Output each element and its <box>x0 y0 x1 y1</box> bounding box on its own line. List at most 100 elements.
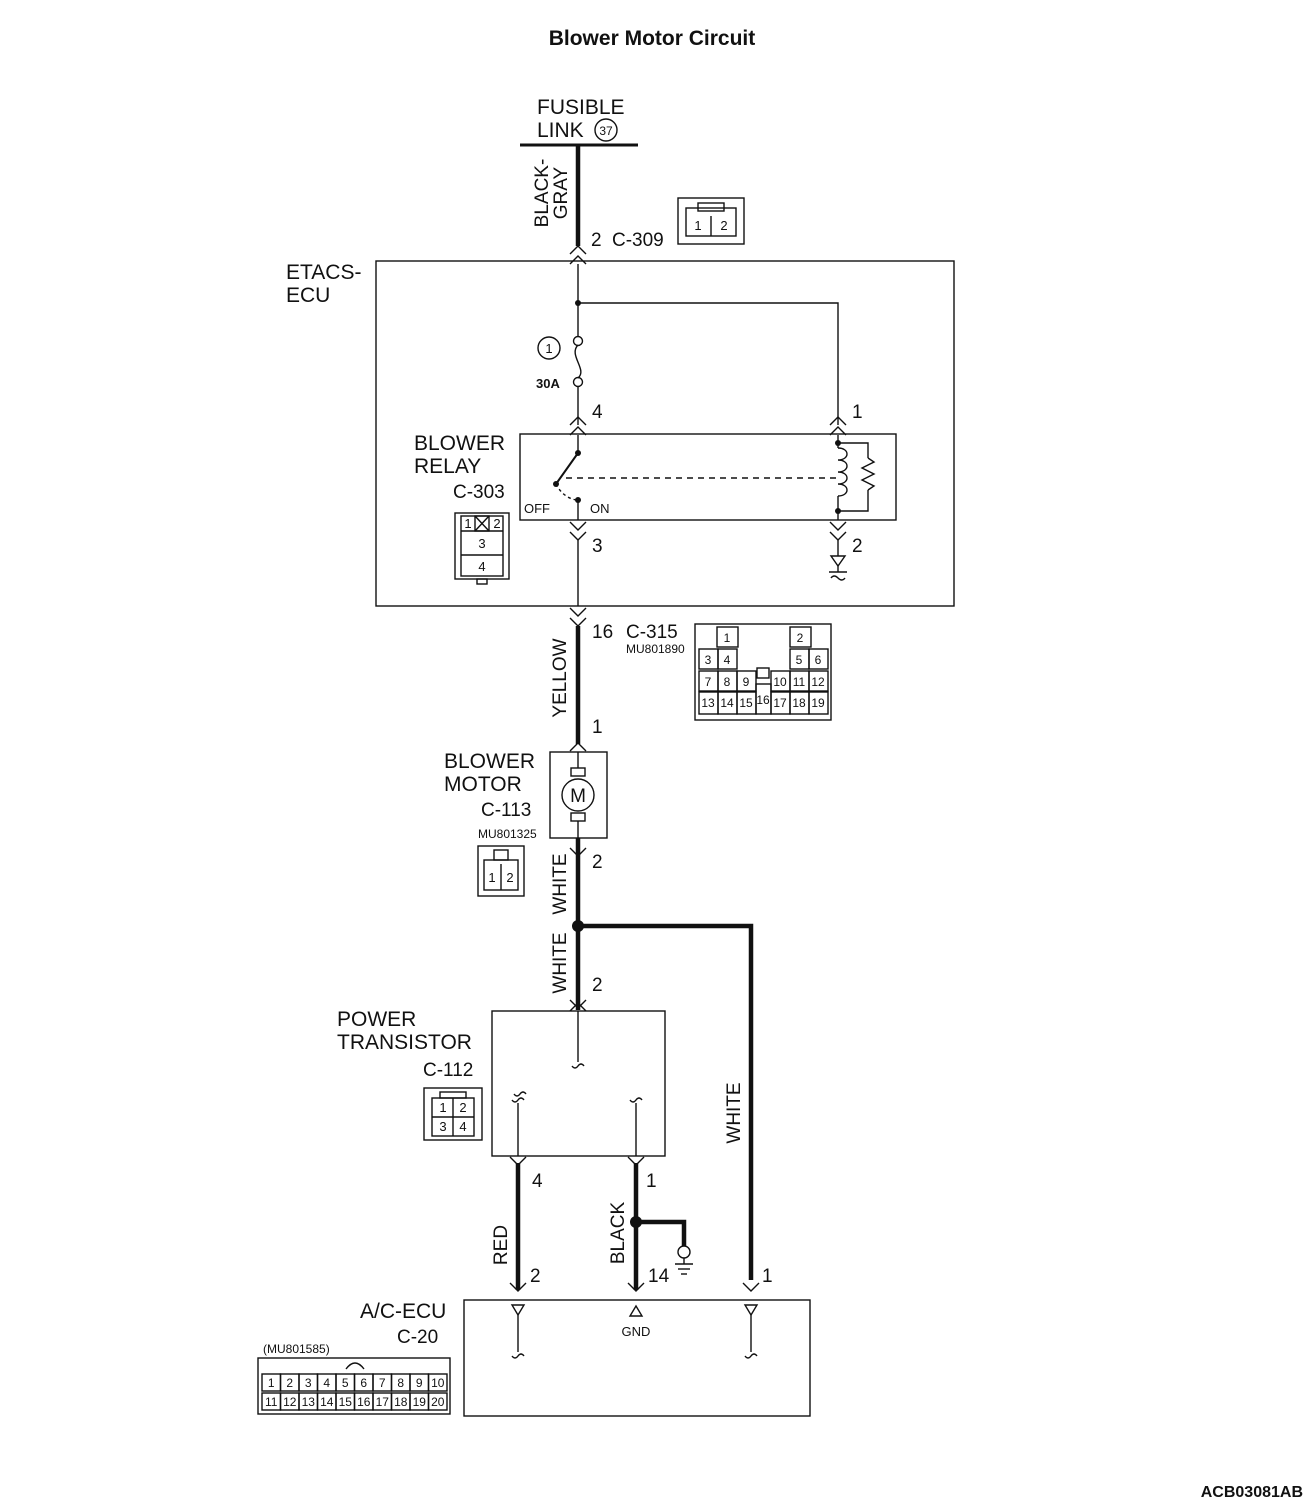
etacs-ecu-label-line1: ETACS- <box>286 261 361 284</box>
svg-text:18: 18 <box>792 696 806 710</box>
motor-pin1-label: 1 <box>592 717 603 738</box>
svg-text:2: 2 <box>720 218 727 233</box>
svg-text:3: 3 <box>705 653 712 667</box>
acecu-pin1-label: 1 <box>762 1266 773 1287</box>
wire-label-yellow: YELLOW <box>550 638 571 717</box>
svg-text:2: 2 <box>493 516 500 531</box>
c20-pin-number: 11 <box>265 1395 278 1409</box>
connector-face-c309: 1 2 <box>677 197 745 245</box>
relay-pin2-label: 2 <box>852 536 863 557</box>
blower-motor-label-line2: MOTOR <box>444 773 522 796</box>
blower-relay-label-line1: BLOWER <box>414 432 505 455</box>
svg-text:1: 1 <box>464 516 471 531</box>
c20-pin-number: 8 <box>397 1376 404 1390</box>
svg-text:3: 3 <box>478 536 485 551</box>
svg-text:1: 1 <box>439 1100 446 1115</box>
c20-pin-number: 4 <box>323 1376 330 1390</box>
c20-pin-number: 17 <box>376 1395 390 1409</box>
svg-text:9: 9 <box>743 675 750 689</box>
acecu-pin2-label: 2 <box>530 1266 541 1287</box>
relay-pin4-arrows <box>569 416 587 436</box>
svg-text:4: 4 <box>478 559 485 574</box>
wire-black-ground-branch <box>636 1219 687 1246</box>
motor-m-label: M <box>570 786 586 807</box>
c20-pin-number: 20 <box>431 1395 445 1409</box>
acecu-pin2-arrow <box>509 1282 527 1292</box>
motor-symbol <box>561 752 595 838</box>
transistor-pin2-label: 2 <box>592 975 603 996</box>
fusible-link-number-circle <box>594 118 618 142</box>
fuse-number: 1 <box>545 341 552 356</box>
fuse-number-circle <box>537 336 561 360</box>
svg-text:11: 11 <box>793 675 806 689</box>
svg-text:5: 5 <box>796 653 803 667</box>
c20-pin-number: 9 <box>416 1376 423 1390</box>
c309-connector-label: C-309 <box>612 230 664 251</box>
c20-pin-cell <box>427 1392 448 1411</box>
svg-text:13: 13 <box>701 696 715 710</box>
svg-text:1: 1 <box>724 631 731 645</box>
ground-symbol <box>675 1245 693 1275</box>
relay-coil <box>835 435 876 520</box>
blower-relay-label-line2: RELAY <box>414 455 481 478</box>
svg-text:4: 4 <box>724 653 731 667</box>
svg-text:2: 2 <box>459 1100 466 1115</box>
c315-pin-label: 16 <box>592 622 613 643</box>
etacs-ecu-box <box>375 260 955 607</box>
blower-motor-part-number: MU801325 <box>478 827 537 841</box>
relay-pin1-arrows <box>829 416 847 436</box>
relay-ground-symbol <box>829 540 847 581</box>
motor-pin2-label: 2 <box>592 852 603 873</box>
relay-pin2-arrows <box>829 521 847 541</box>
svg-text:7: 7 <box>705 675 712 689</box>
c20-pin-number: 16 <box>357 1395 371 1409</box>
svg-text:10: 10 <box>773 675 787 689</box>
blower-motor-connector-label: C-113 <box>481 800 531 821</box>
fusible-link-number: 37 <box>599 124 613 138</box>
fuse-30a <box>572 335 584 388</box>
figure-code: ACB03081AB <box>1201 1484 1303 1501</box>
relay-switch-blade <box>555 452 579 485</box>
relay-pin3-arrows <box>569 521 587 541</box>
power-transistor-internals <box>511 1011 643 1156</box>
diagram-title: Blower Motor Circuit <box>549 27 756 50</box>
acecu-pin1-arrow <box>742 1282 760 1292</box>
wire-label-red: RED <box>491 1225 512 1265</box>
relay-switch-travel <box>555 483 579 501</box>
c20-pin-number: 6 <box>360 1376 367 1390</box>
fusible-link: FUSIBLE LINK 37 <box>520 96 638 147</box>
svg-text:2: 2 <box>797 631 804 645</box>
wire-label-white-right: WHITE <box>724 1082 745 1143</box>
svg-text:14: 14 <box>720 696 734 710</box>
c20-pin-number: 15 <box>339 1395 353 1409</box>
c20-pin-number: 12 <box>283 1395 297 1409</box>
c20-pin-number: 3 <box>305 1376 312 1390</box>
svg-text:3: 3 <box>439 1119 446 1134</box>
c20-pin-number: 13 <box>302 1395 316 1409</box>
fusible-link-label-line1: FUSIBLE <box>537 96 625 119</box>
c20-pin-number: 5 <box>342 1376 349 1390</box>
acecu-gnd-label: GND <box>622 1324 651 1339</box>
relay-pin3-label: 3 <box>592 536 603 557</box>
acecu-pin14-arrow <box>627 1282 645 1292</box>
transistor-pin4-label: 4 <box>532 1171 543 1192</box>
power-transistor-connector-label: C-112 <box>423 1060 473 1081</box>
fusible-link-label-line2: LINK <box>537 119 584 142</box>
svg-text:2: 2 <box>506 870 513 885</box>
connector-face-c303: 1 2 3 4 <box>454 512 510 585</box>
fuse-rating: 30A <box>536 376 560 391</box>
c20-pin-number: 10 <box>431 1376 445 1390</box>
relay-off-label: OFF <box>524 501 550 516</box>
ac-ecu-box <box>463 1299 811 1417</box>
ac-ecu-internals <box>510 1304 759 1359</box>
relay-on-label: ON <box>590 501 610 516</box>
power-transistor-label-line1: POWER <box>337 1008 416 1031</box>
relay-pin1-label: 1 <box>852 402 863 423</box>
wire-label-white-motor: WHITE <box>550 853 571 914</box>
wire-label-black-gray-line2: GRAY <box>551 166 572 219</box>
power-transistor-label-line2: TRANSISTOR <box>337 1031 472 1054</box>
c20-pin-number: 1 <box>268 1376 275 1390</box>
svg-text:8: 8 <box>724 675 731 689</box>
